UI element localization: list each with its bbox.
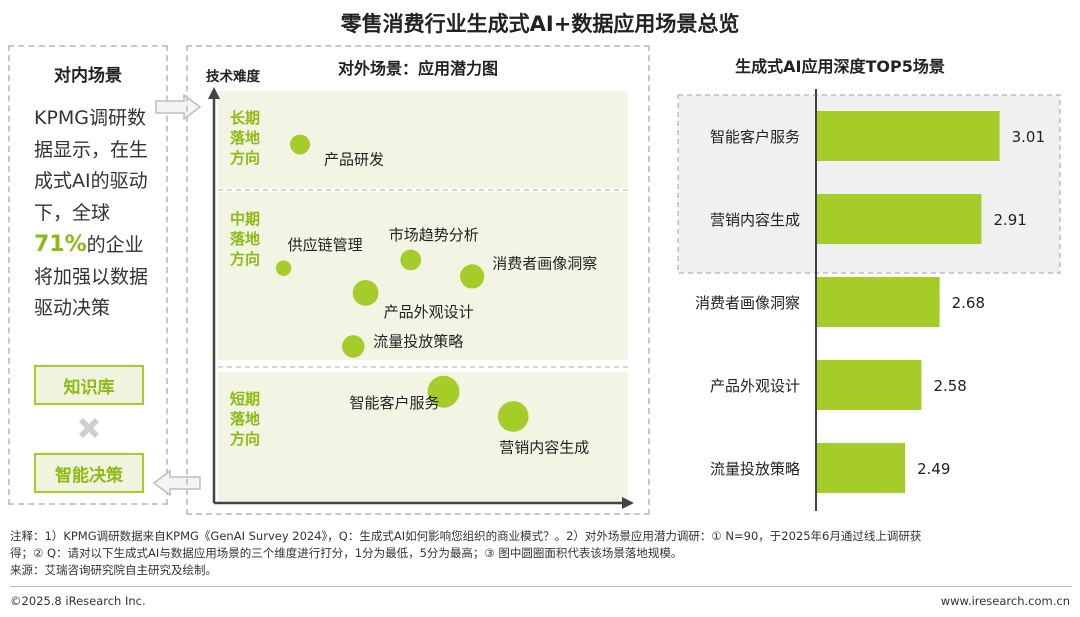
- band-2: [218, 192, 628, 360]
- footnote-line1: 注释：1）KPMG调研数据来自KPMG《GenAI Survey 2024》，Q…: [10, 529, 922, 543]
- bar-3: [816, 277, 940, 327]
- internal-scenarios-text: KPMG调研数据显示，在生成式AI的驱动下，全球 71%的企业将加强以数据驱动决策: [34, 103, 152, 325]
- bar-category-2: 营销内容生成: [710, 211, 800, 229]
- external-scenarios-panel: 对外场景：应用潜力图技术难度业务价值长期落地方向中期落地方向短期落地方向产品研发…: [186, 45, 650, 515]
- footnote-line3: 来源：艾瑞咨询研究院自主研究及绘制。: [10, 563, 217, 577]
- bubble-label-7: 智能客户服务: [349, 394, 439, 412]
- potential-chart-title: 对外场景：应用潜力图: [338, 59, 498, 78]
- bar-category-5: 流量投放策略: [710, 460, 800, 478]
- bubble-label-2: 供应链管理: [288, 236, 363, 254]
- divider: [10, 586, 1072, 587]
- bar-5: [816, 443, 906, 493]
- bar-value-2: 2.91: [993, 211, 1026, 229]
- band-label-3-0: 短期: [230, 390, 260, 408]
- bar-1: [816, 111, 1000, 161]
- copyright: ©2025.8 iResearch Inc.: [10, 594, 146, 608]
- bubble-label-3: 市场趋势分析: [389, 226, 479, 244]
- band-label-1-2: 方向: [230, 149, 260, 167]
- website: www.iresearch.com.cn: [940, 594, 1070, 608]
- bar-2: [816, 194, 982, 244]
- bubble-label-1: 产品研发: [324, 151, 384, 169]
- internal-text-after: 的企业将加强以数据驱动决策: [34, 234, 149, 319]
- internal-scenarios-panel: 对内场景 KPMG调研数据显示，在生成式AI的驱动下，全球 71%的企业将加强以数…: [8, 45, 168, 505]
- footnote-line2: 得；② Q：请对以下生成式AI与数据应用场景的三个维度进行打分，1分为最低，5分…: [10, 546, 683, 560]
- bar-value-5: 2.49: [917, 460, 950, 478]
- y-axis-label: 技术难度: [206, 68, 260, 85]
- highlight-percent: 71%: [34, 232, 87, 257]
- bar-value-3: 2.68: [952, 294, 985, 312]
- bar-4: [816, 360, 922, 410]
- band-label-1-1: 落地: [230, 129, 260, 147]
- band-label-2-2: 方向: [230, 250, 260, 268]
- footnote: 注释：1）KPMG调研数据来自KPMG《GenAI Survey 2024》，Q…: [10, 528, 1072, 579]
- bar-value-1: 3.01: [1012, 128, 1045, 146]
- band-label-3-2: 方向: [230, 430, 260, 448]
- smart-decision-box: 智能决策: [34, 453, 144, 493]
- band-3: [218, 372, 628, 503]
- bubble-6: [342, 335, 365, 358]
- bar-category-4: 产品外观设计: [710, 377, 800, 395]
- potential-bubble-chart: 对外场景：应用潜力图技术难度业务价值长期落地方向中期落地方向短期落地方向产品研发…: [206, 59, 634, 509]
- x-axis-arrow: [622, 497, 634, 509]
- y-axis-arrow: [208, 87, 220, 99]
- bubble-8: [497, 401, 529, 432]
- bar-category-1: 智能客户服务: [710, 128, 800, 146]
- bubble-1: [290, 134, 310, 155]
- bar-category-3: 消费者画像洞察: [695, 294, 800, 312]
- arrow-left-icon: [152, 470, 201, 496]
- cross-icon: [79, 418, 99, 438]
- bubble-label-6: 流量投放策略: [373, 332, 463, 350]
- bubble-7: [427, 375, 460, 408]
- arrow-right-icon: [155, 94, 202, 120]
- band-label-1-0: 长期: [230, 109, 260, 127]
- bubble-label-4: 消费者画像洞察: [492, 254, 597, 272]
- internal-scenarios-title: 对内场景: [54, 66, 122, 86]
- bubble-2: [275, 260, 292, 276]
- band-label-2-1: 落地: [230, 230, 260, 248]
- band-1: [218, 91, 628, 188]
- knowledge-base-box: 知识库: [34, 365, 144, 405]
- bubble-label-8: 营销内容生成: [499, 438, 589, 456]
- bubble-4: [460, 264, 485, 289]
- bubble-3: [400, 249, 422, 271]
- page-title: 零售消费行业生成式AI+数据应用场景总览: [340, 12, 740, 36]
- internal-text-before: KPMG调研数据显示，在生成式AI的驱动下，全球: [34, 107, 149, 224]
- band-label-3-1: 落地: [230, 410, 260, 428]
- bubble-5: [352, 279, 379, 306]
- band-label-2-0: 中期: [230, 210, 260, 228]
- top5-chart-title: 生成式AI应用深度TOP5场景: [735, 57, 945, 76]
- bar-value-4: 2.58: [933, 377, 966, 395]
- bubble-label-5: 产品外观设计: [384, 303, 474, 321]
